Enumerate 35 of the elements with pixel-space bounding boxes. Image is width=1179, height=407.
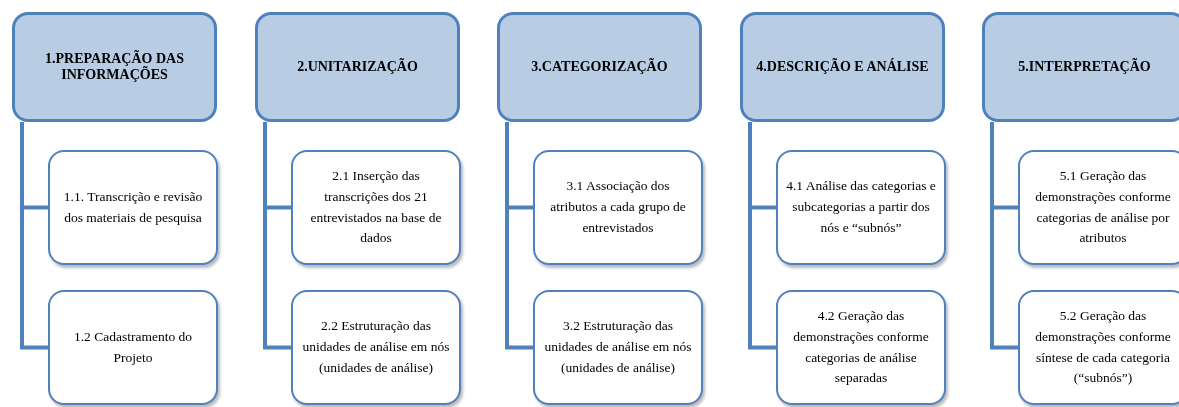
step-text: 4.2 Geração das demonstrações conforme categorias de análise separadas <box>792 306 930 388</box>
step-text: 4.1 Análise das categorias e subcategorias a partir dos nós e “subnós” <box>786 177 936 237</box>
step-text: 3.2 Estruturação das unidades de análise em nós (unidades de análise) <box>543 317 693 377</box>
step-text: 1.PREPARAÇÃO DAS INFORMAÇÕES <box>44 51 185 83</box>
step-box <box>291 290 461 405</box>
step-text: 1.1. Transcrição e revisão dos materiais de pesquisa <box>62 187 204 227</box>
step-box <box>48 290 218 405</box>
step-box <box>1018 290 1179 405</box>
step-box <box>533 150 703 265</box>
connector-line <box>20 122 48 350</box>
step-box <box>776 150 946 265</box>
connector-line <box>505 122 533 350</box>
step-text: 2.UNITARIZAÇÃO <box>297 59 418 75</box>
connector-line <box>748 122 776 350</box>
step-box <box>776 290 946 405</box>
stage-header-box <box>255 12 460 122</box>
step-text: 2.1 Inserção das transcrições dos 21 entrevistados na base de dados <box>309 166 443 248</box>
step-text: 3.1 Associação dos atributos a cada grupo de entrevistados <box>549 177 687 237</box>
step-box <box>291 150 461 265</box>
step-box <box>1018 150 1179 265</box>
step-text: 5.1 Geração das demonstrações conforme categorias de análise por atributos <box>1034 166 1172 248</box>
step-text: 2.2 Estruturação das unidades de análise em nós (unidades de análise) <box>301 317 451 377</box>
stage-header-box <box>497 12 702 122</box>
stage-header-box <box>982 12 1179 122</box>
connector-line <box>263 122 291 350</box>
step-text: 3.CATEGORIZAÇÃO <box>531 59 668 75</box>
step-box <box>533 290 703 405</box>
step-text: 4.DESCRIÇÃO E ANÁLISE <box>756 59 929 75</box>
stage-header-box <box>12 12 217 122</box>
stage-header-box <box>740 12 945 122</box>
step-box <box>48 150 218 265</box>
connector-line <box>990 122 1018 350</box>
step-text: 5.2 Geração das demonstrações conforme síntese de cada categoria (“subnós”) <box>1034 306 1172 388</box>
step-text: 1.2 Cadastramento do Projeto <box>72 327 194 367</box>
step-text: 5.INTERPRETAÇÃO <box>1018 59 1151 75</box>
